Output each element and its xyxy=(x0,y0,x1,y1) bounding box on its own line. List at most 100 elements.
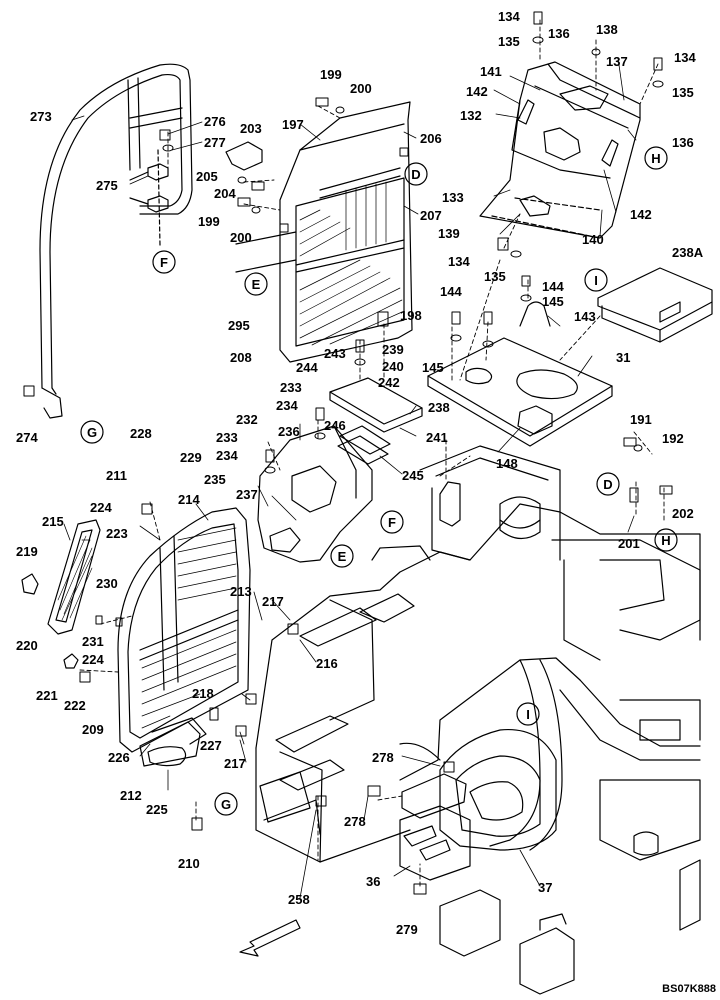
part-number-37: 37 xyxy=(538,880,552,895)
part-number-36: 36 xyxy=(366,874,380,889)
plate-31 xyxy=(427,337,613,447)
part-number-134-top: 134 xyxy=(498,9,520,24)
part-number-243: 243 xyxy=(324,346,346,361)
part-number-135-top: 135 xyxy=(498,34,520,49)
ref-label-h-right: H xyxy=(661,533,670,548)
part-number-220: 220 xyxy=(16,638,38,653)
part-number-199-mid: 199 xyxy=(198,214,220,229)
part-number-142-right: 142 xyxy=(630,207,652,222)
part-number-209: 209 xyxy=(82,722,104,737)
seat-37 xyxy=(399,728,557,851)
part-number-241: 241 xyxy=(426,430,448,445)
part-number-224-top: 224 xyxy=(90,500,112,515)
part-number-139: 139 xyxy=(438,226,460,241)
part-number-240: 240 xyxy=(382,359,404,374)
part-number-136-right: 136 xyxy=(672,135,694,150)
part-number-137: 137 xyxy=(606,54,628,69)
part-number-210: 210 xyxy=(178,856,200,871)
bottom-boxes xyxy=(439,889,575,995)
part-number-295: 295 xyxy=(228,318,250,333)
part-number-135-right: 135 xyxy=(672,85,694,100)
part-number-246: 246 xyxy=(324,418,346,433)
part-number-239: 239 xyxy=(382,342,404,357)
ref-label-e-top: E xyxy=(252,277,261,292)
part-number-237: 237 xyxy=(236,487,258,502)
part-number-279: 279 xyxy=(396,922,418,937)
part-number-238: 238 xyxy=(428,400,450,415)
part-number-144-left: 144 xyxy=(440,284,462,299)
part-number-233-mid: 233 xyxy=(216,430,238,445)
part-number-199-top: 199 xyxy=(320,67,342,82)
part-number-143: 143 xyxy=(574,309,596,324)
part-number-203: 203 xyxy=(240,121,262,136)
part-number-231: 231 xyxy=(82,634,104,649)
part-number-31: 31 xyxy=(616,350,630,365)
part-number-224-bottom: 224 xyxy=(82,652,104,667)
ref-label-i-top: I xyxy=(594,273,598,288)
right-frame xyxy=(489,539,701,931)
panel-197-hatch xyxy=(299,181,403,346)
part-number-234-mid: 234 xyxy=(216,448,238,463)
part-number-242: 242 xyxy=(378,375,400,390)
part-number-142-left: 142 xyxy=(466,84,488,99)
part-number-134-mid: 134 xyxy=(448,254,470,269)
part-number-274: 274 xyxy=(16,430,38,445)
part-number-141: 141 xyxy=(480,64,502,79)
part-number-217-bottom: 217 xyxy=(224,756,246,771)
part-number-135-mid: 135 xyxy=(484,269,506,284)
direction-arrow xyxy=(239,919,301,957)
ref-circles xyxy=(80,146,678,816)
part-number-145-right: 145 xyxy=(542,294,564,309)
part-number-216: 216 xyxy=(316,656,338,671)
part-number-226: 226 xyxy=(108,750,130,765)
part-number-133: 133 xyxy=(442,190,464,205)
part-number-278-right: 278 xyxy=(372,750,394,765)
door-frame-209-hatch xyxy=(141,527,237,729)
part-number-222: 222 xyxy=(64,698,86,713)
part-number-225: 225 xyxy=(146,802,168,817)
chassis-frame xyxy=(255,445,701,863)
part-number-132: 132 xyxy=(460,108,482,123)
shroud-232 xyxy=(257,425,373,563)
part-number-233-top: 233 xyxy=(280,380,302,395)
handle-143 xyxy=(519,301,551,327)
part-number-236: 236 xyxy=(278,424,300,439)
ref-label-d-top: D xyxy=(411,167,420,182)
part-number-273: 273 xyxy=(30,109,52,124)
part-number-223: 223 xyxy=(106,526,128,541)
housing-36 xyxy=(399,805,471,881)
part-number-207: 207 xyxy=(420,208,442,223)
handrail-273 xyxy=(39,63,193,419)
part-number-201: 201 xyxy=(618,536,640,551)
part-number-276: 276 xyxy=(204,114,226,129)
part-number-208: 208 xyxy=(230,350,252,365)
part-number-219: 219 xyxy=(16,544,38,559)
panel-197 xyxy=(279,101,413,363)
part-number-140: 140 xyxy=(582,232,604,247)
bracket-275 xyxy=(129,149,169,246)
part-number-200-top: 200 xyxy=(350,81,372,96)
part-number-148: 148 xyxy=(496,456,518,471)
part-number-232: 232 xyxy=(236,412,258,427)
part-number-144-right: 144 xyxy=(542,279,564,294)
part-number-202: 202 xyxy=(672,506,694,521)
part-number-200-mid: 200 xyxy=(230,230,252,245)
ref-label-d-right: D xyxy=(603,477,612,492)
part-number-211: 211 xyxy=(106,468,127,483)
part-number-235: 235 xyxy=(204,472,226,487)
ref-label-f-top: F xyxy=(160,255,168,270)
part-number-214: 214 xyxy=(178,492,200,507)
part-number-228: 228 xyxy=(130,426,152,441)
window-215-hatch xyxy=(57,535,93,621)
bracket-238a xyxy=(597,267,713,343)
part-number-213: 213 xyxy=(230,584,252,599)
ref-line-e xyxy=(235,231,297,273)
part-number-277: 277 xyxy=(204,135,226,150)
part-number-215: 215 xyxy=(42,514,64,529)
ref-label-f-mid: F xyxy=(388,515,396,530)
cover-132 xyxy=(479,61,641,239)
tray-238 xyxy=(329,377,423,465)
ref-label-h-top: H xyxy=(651,151,660,166)
part-number-221: 221 xyxy=(36,688,58,703)
fasteners xyxy=(23,11,673,895)
